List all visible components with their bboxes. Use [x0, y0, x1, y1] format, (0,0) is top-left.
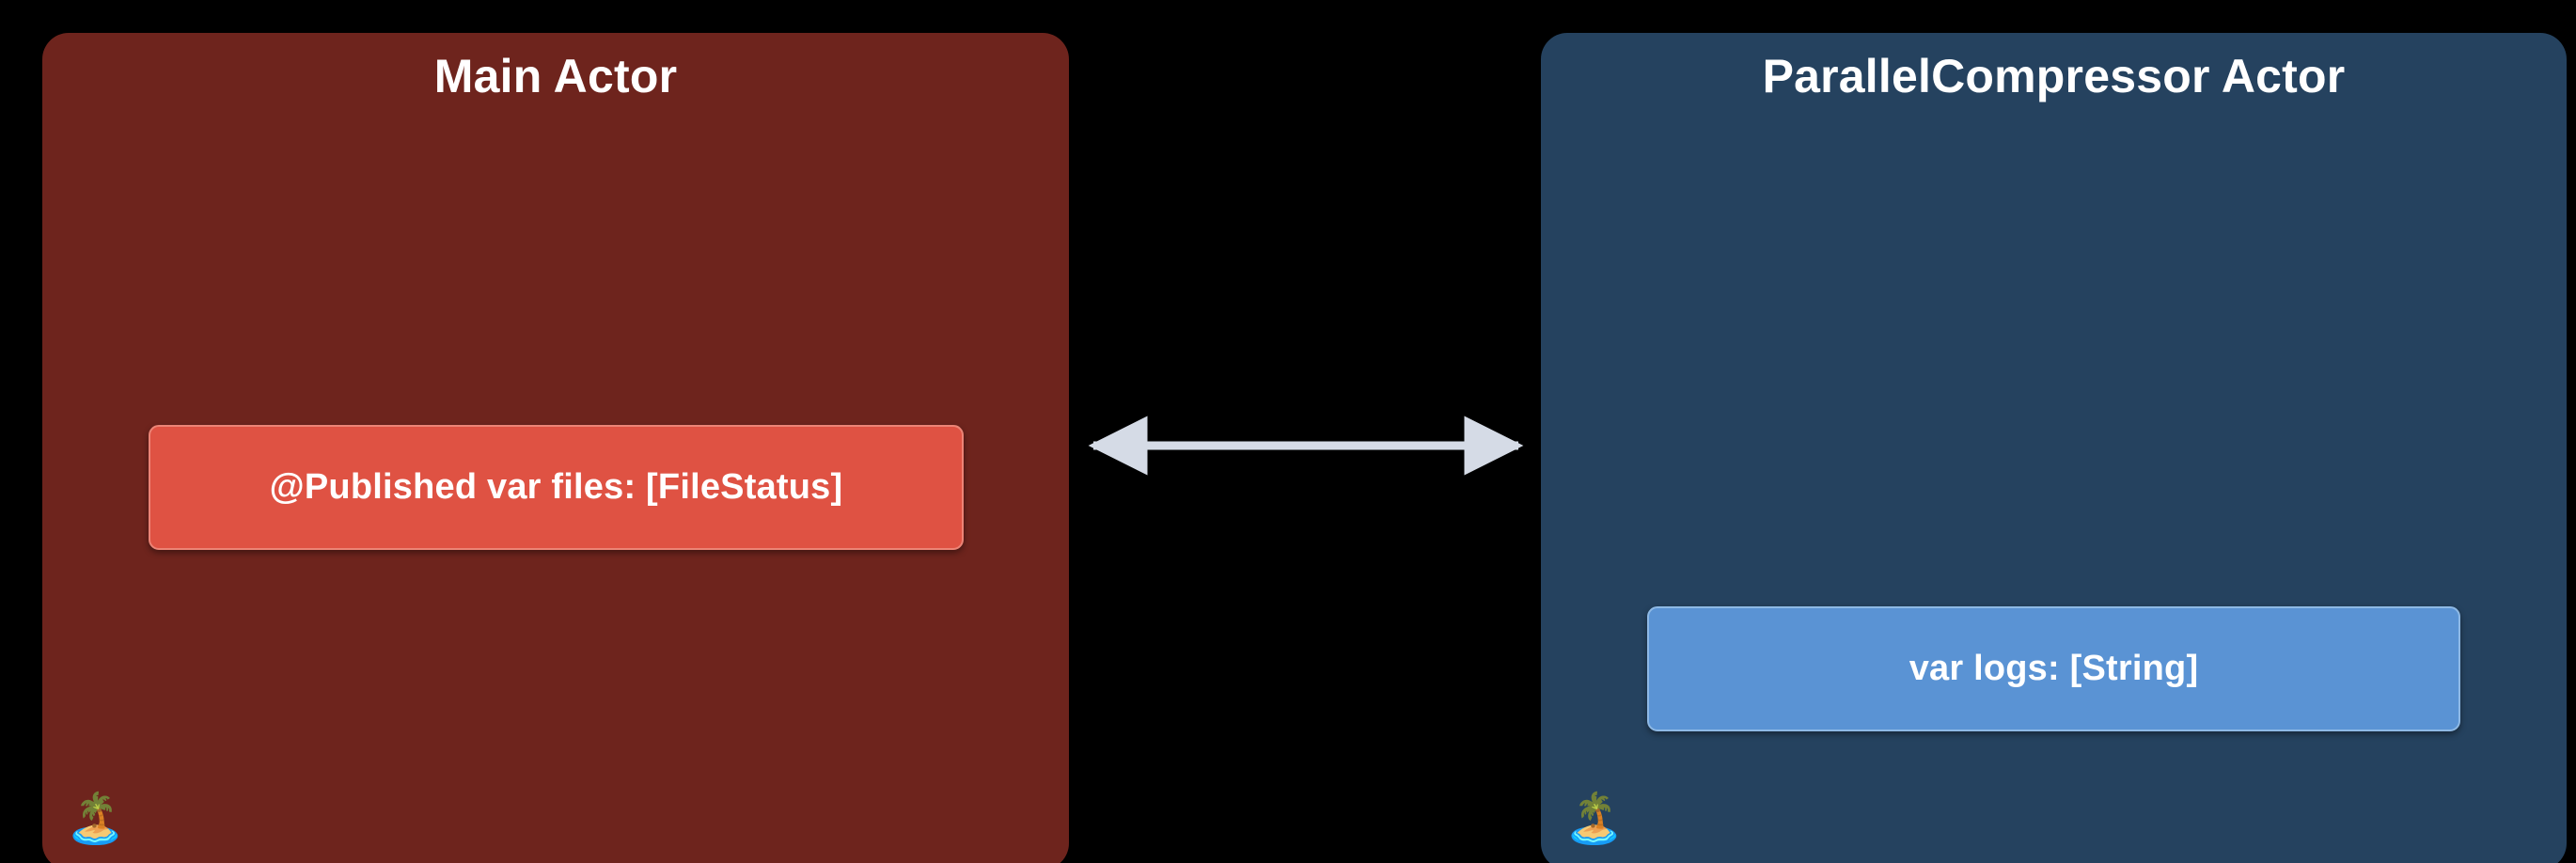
actor-panel-parallelcompressor[interactable]: ParallelCompressor Actor var logs: [Stri… — [1541, 33, 2567, 863]
bidirectional-arrow — [1088, 416, 1524, 476]
actor-panel-main[interactable]: Main Actor @Published var files: [FileSt… — [42, 33, 1069, 863]
property-card-files-label: @Published var files: [FileStatus] — [269, 467, 843, 507]
property-card-files[interactable]: @Published var files: [FileStatus] — [149, 425, 964, 550]
panel-title-main: Main Actor — [433, 50, 678, 102]
property-card-logs-label: var logs: [String] — [1908, 649, 2199, 688]
desert-island-icon: 🏝️ — [1563, 792, 1625, 846]
panel-title-parallelcompressor: ParallelCompressor Actor — [1762, 50, 2346, 102]
property-card-logs[interactable]: var logs: [String] — [1647, 606, 2460, 731]
desert-island-icon: 🏝️ — [65, 792, 126, 846]
